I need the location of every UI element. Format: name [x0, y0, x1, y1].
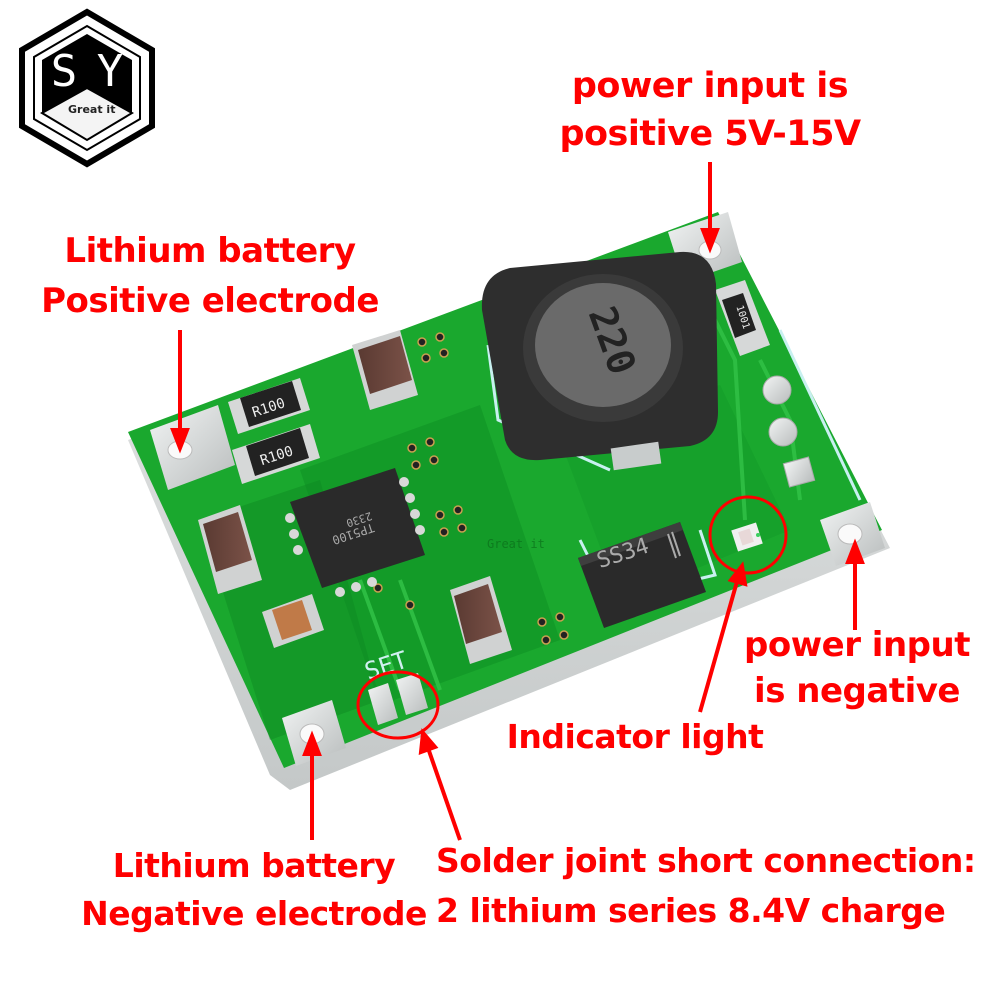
resistor-r100-2: R100: [232, 424, 320, 484]
watermark-text: Great it: [487, 537, 545, 551]
label-power-input-positive-line1: power input is: [571, 66, 849, 106]
logo-letter-s: S: [51, 46, 78, 97]
label-solder-joint: Solder joint short connection: 2 lithium…: [436, 836, 976, 936]
label-power-input-positive-line2: positive 5V-15V: [559, 114, 861, 154]
label-indicator-light: Indicator light: [505, 714, 765, 760]
label-battery-positive-line2: Positive electrode: [41, 281, 379, 321]
label-solder-joint-line1: Solder joint short connection:: [436, 841, 976, 880]
label-solder-joint-line2: 2 lithium series 8.4V charge: [436, 891, 946, 930]
capacitor-mid: [450, 576, 512, 664]
label-indicator-light-line1: Indicator light: [506, 717, 764, 756]
label-battery-negative-line1: Lithium battery: [112, 846, 396, 885]
label-power-input-positive: power input is positive 5V-15V: [555, 62, 865, 158]
label-battery-positive: Lithium battery Positive electrode: [30, 226, 390, 326]
led-highlight-circle: [708, 495, 788, 575]
via-holes: [373, 332, 569, 645]
label-power-input-negative-line1: power input: [744, 625, 970, 665]
logo-letter-y: Y: [97, 46, 124, 97]
battery-positive-pad: [150, 405, 235, 490]
solder-joint-highlight-circle: [356, 670, 440, 740]
capacitor-tan: [262, 594, 324, 648]
resistor-r100-1: R100: [228, 378, 310, 434]
logo-tagline: Great it: [68, 103, 116, 116]
label-battery-negative-line2: Negative electrode: [81, 894, 427, 933]
ic-tp5100: 2330 TP5100: [285, 468, 425, 597]
inductor-220: 220: [481, 251, 718, 471]
diode-ss34: SS34: [578, 522, 706, 628]
set-solder-pads: [368, 673, 428, 725]
label-battery-positive-line1: Lithium battery: [64, 231, 356, 271]
indicator-led: [731, 522, 763, 552]
hexagon-logo-icon: S Y: [19, 8, 155, 168]
resistor-1001: 1001: [715, 280, 770, 356]
capacitor-top: [352, 330, 418, 410]
label-battery-negative: Lithium battery Negative electrode: [74, 842, 434, 938]
capacitor-left: [198, 505, 262, 594]
annotation-arrows: [170, 162, 865, 841]
label-power-input-negative: power input is negative: [742, 622, 972, 714]
brand-logo: S Y Great it: [12, 8, 162, 168]
label-power-input-negative-line2: is negative: [754, 671, 960, 711]
